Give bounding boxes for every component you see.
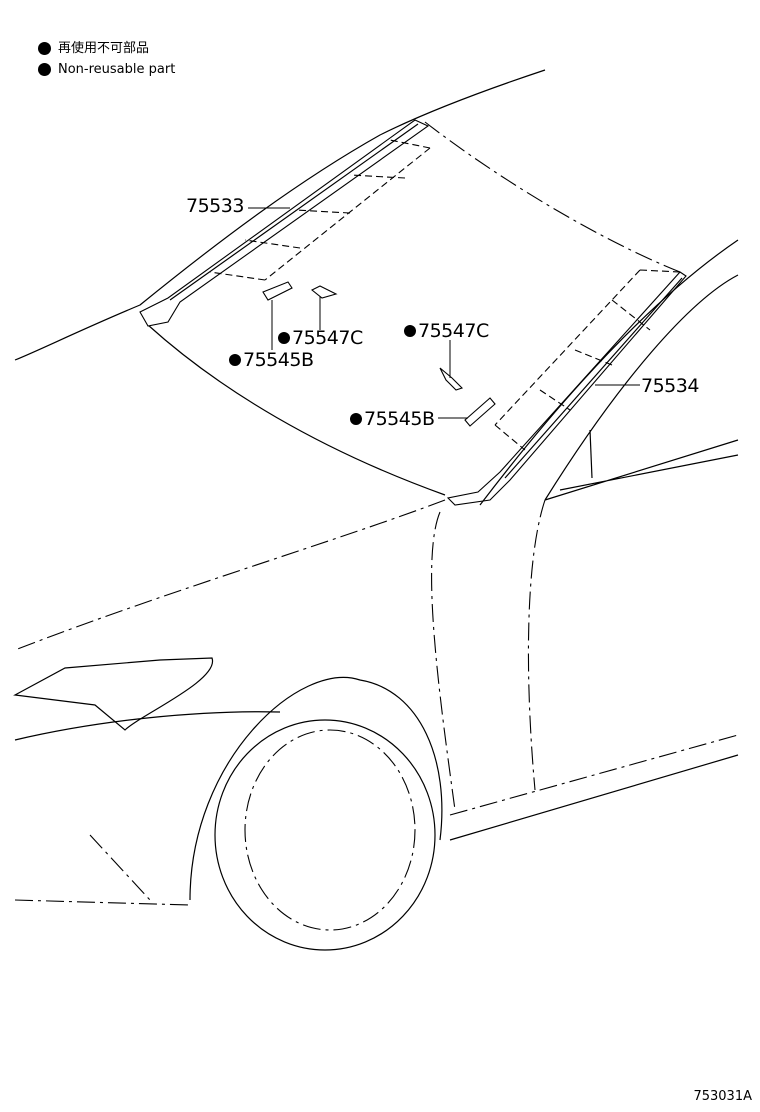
callout-75534: 75534 — [641, 375, 699, 397]
bullet-icon — [38, 63, 51, 76]
part-number: 75533 — [186, 195, 244, 217]
molding-75534-inner — [504, 277, 683, 479]
hood-line — [14, 499, 446, 651]
callout-75547C-right: 75547C — [404, 320, 489, 342]
callout-75547C-left: 75547C — [278, 327, 363, 349]
legend-row-en: Non-reusable part — [38, 59, 175, 80]
bumper-line — [14, 834, 191, 906]
a-pillar — [479, 239, 739, 506]
headlamp — [13, 657, 213, 731]
door-window-line — [544, 439, 739, 501]
windshield-lower-edge — [147, 324, 446, 496]
windshield-top-edge — [424, 121, 681, 273]
figure-id: 753031A — [693, 1089, 752, 1104]
non-reusable-bullet-icon — [350, 413, 362, 425]
legend: 再使用不可部品 Non-reusable part — [38, 38, 175, 80]
molding-75533 — [139, 119, 430, 327]
part-number: 75534 — [641, 375, 699, 397]
fender-outer — [14, 711, 281, 741]
clip-75547C-left — [310, 285, 338, 299]
legend-row-jp: 再使用不可部品 — [38, 38, 175, 59]
legend-text-jp: 再使用不可部品 — [58, 40, 150, 56]
non-reusable-bullet-icon — [278, 332, 290, 344]
glass-hatch-right — [494, 269, 681, 451]
part-number: 75545B — [243, 349, 314, 371]
tire-outer — [214, 719, 436, 951]
wheel-arch — [189, 676, 443, 901]
tire-inner — [244, 729, 416, 931]
clip-75547C-right — [439, 367, 464, 391]
callout-75545B-right: 75545B — [350, 408, 435, 430]
door-seam — [527, 499, 546, 791]
part-number: 75547C — [292, 327, 363, 349]
roof-line — [14, 69, 546, 361]
clip-75545B-left — [262, 281, 293, 301]
part-number: 75547C — [418, 320, 489, 342]
rocker-line-lower — [449, 754, 739, 841]
glass-hatch-left — [209, 139, 431, 281]
molding-75533-inner — [169, 123, 419, 301]
non-reusable-bullet-icon — [229, 354, 241, 366]
callout-75545B-left: 75545B — [229, 349, 314, 371]
bullet-icon — [38, 42, 51, 55]
legend-text-en: Non-reusable part — [58, 61, 176, 77]
door-frame-top — [544, 274, 739, 501]
clip-75545B-right — [464, 397, 496, 427]
non-reusable-bullet-icon — [404, 325, 416, 337]
mirror-post — [589, 429, 593, 479]
molding-75534 — [446, 271, 687, 506]
part-number: 75545B — [364, 408, 435, 430]
rocker-line — [449, 734, 739, 816]
fender-curve — [431, 511, 456, 811]
callout-75533: 75533 — [186, 195, 244, 217]
